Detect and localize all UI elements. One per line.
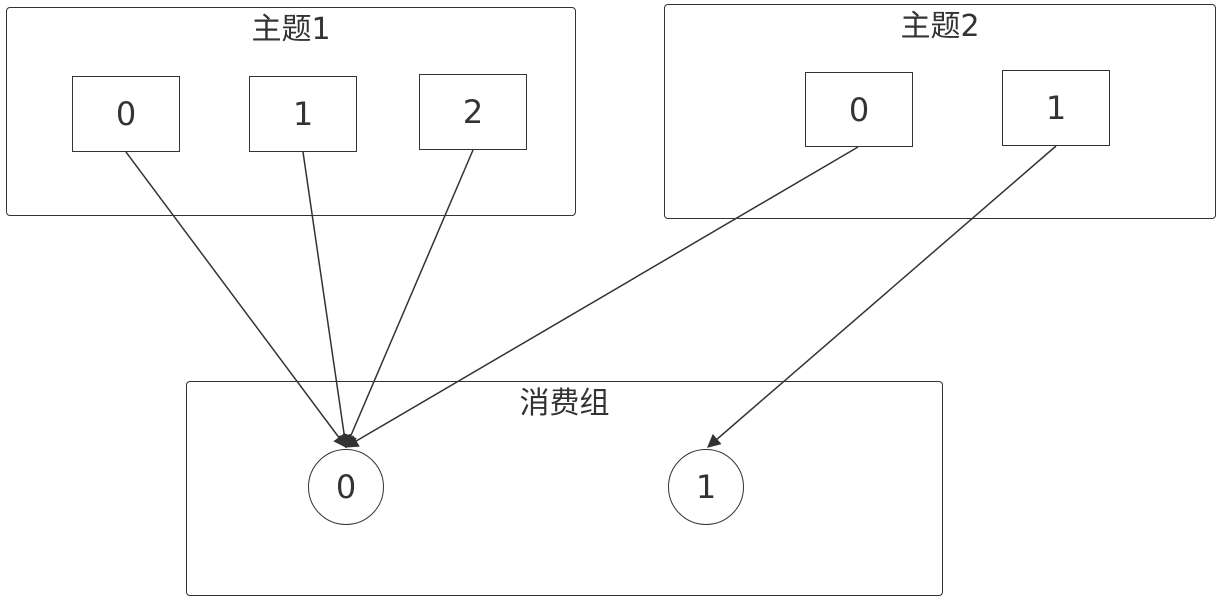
consumer-1: 1 [668,449,744,525]
topic2-partition-1: 1 [1002,70,1110,146]
consumer-group-title: 消费组 [519,386,610,421]
topic1-partition-0: 0 [72,76,180,152]
topic1-partition-1: 1 [249,76,357,152]
topic2-group: 主题2 [664,4,1216,219]
topic1-partition-2: 2 [419,74,527,150]
consumer-group: 消费组 [186,381,943,596]
topic2-title: 主题2 [900,9,980,44]
topic1-title: 主题1 [251,12,331,47]
consumer-0: 0 [308,449,384,525]
topic2-partition-0: 0 [805,72,913,147]
